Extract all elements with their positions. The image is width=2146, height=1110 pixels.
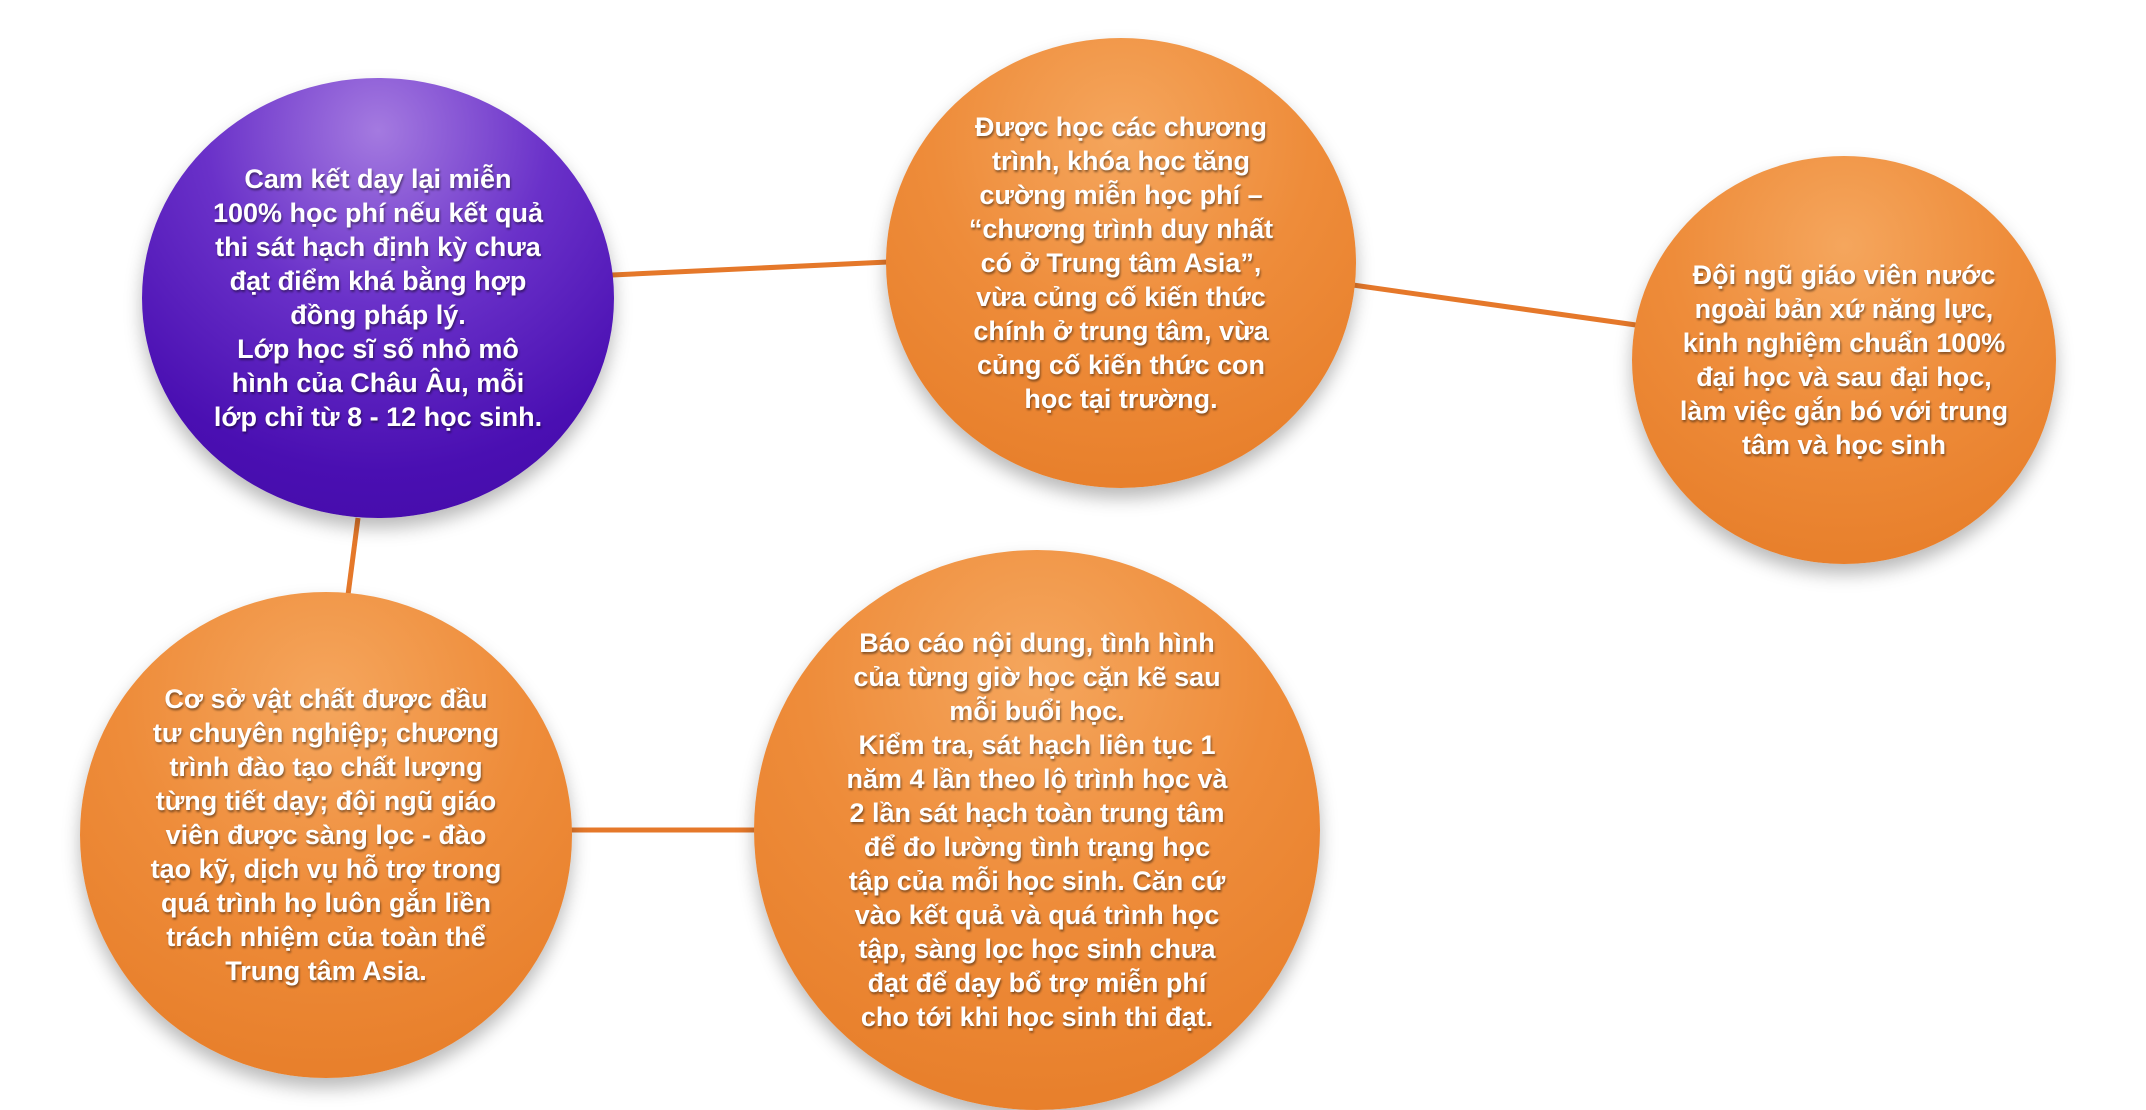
node-reports-tests: Báo cáo nội dung, tình hình của từng giờ… [754,550,1320,1110]
node-text: Cam kết dạy lại miễn 100% học phí nếu kế… [212,164,544,432]
node-text: Cơ sở vật chất được đầu tư chuyên nghiệp… [150,684,502,986]
node-facilities: Cơ sở vật chất được đầu tư chuyên nghiệp… [80,592,572,1078]
node-free-courses: Được học các chương trình, khóa học tăng… [886,38,1356,488]
node-text: Được học các chương trình, khóa học tăng… [968,112,1274,414]
node-commitment-refund: Cam kết dạy lại miễn 100% học phí nếu kế… [142,78,614,518]
node-native-teachers: Đội ngũ giáo viên nước ngoài bản xứ năng… [1632,156,2056,564]
edge-n2-n3 [1352,282,1637,328]
edge-n1-n2 [611,259,889,278]
edge-n1-n4 [345,517,361,596]
node-text: Đội ngũ giáo viên nước ngoài bản xứ năng… [1679,260,2009,460]
node-text: Báo cáo nội dung, tình hình của từng giờ… [846,628,1228,1032]
